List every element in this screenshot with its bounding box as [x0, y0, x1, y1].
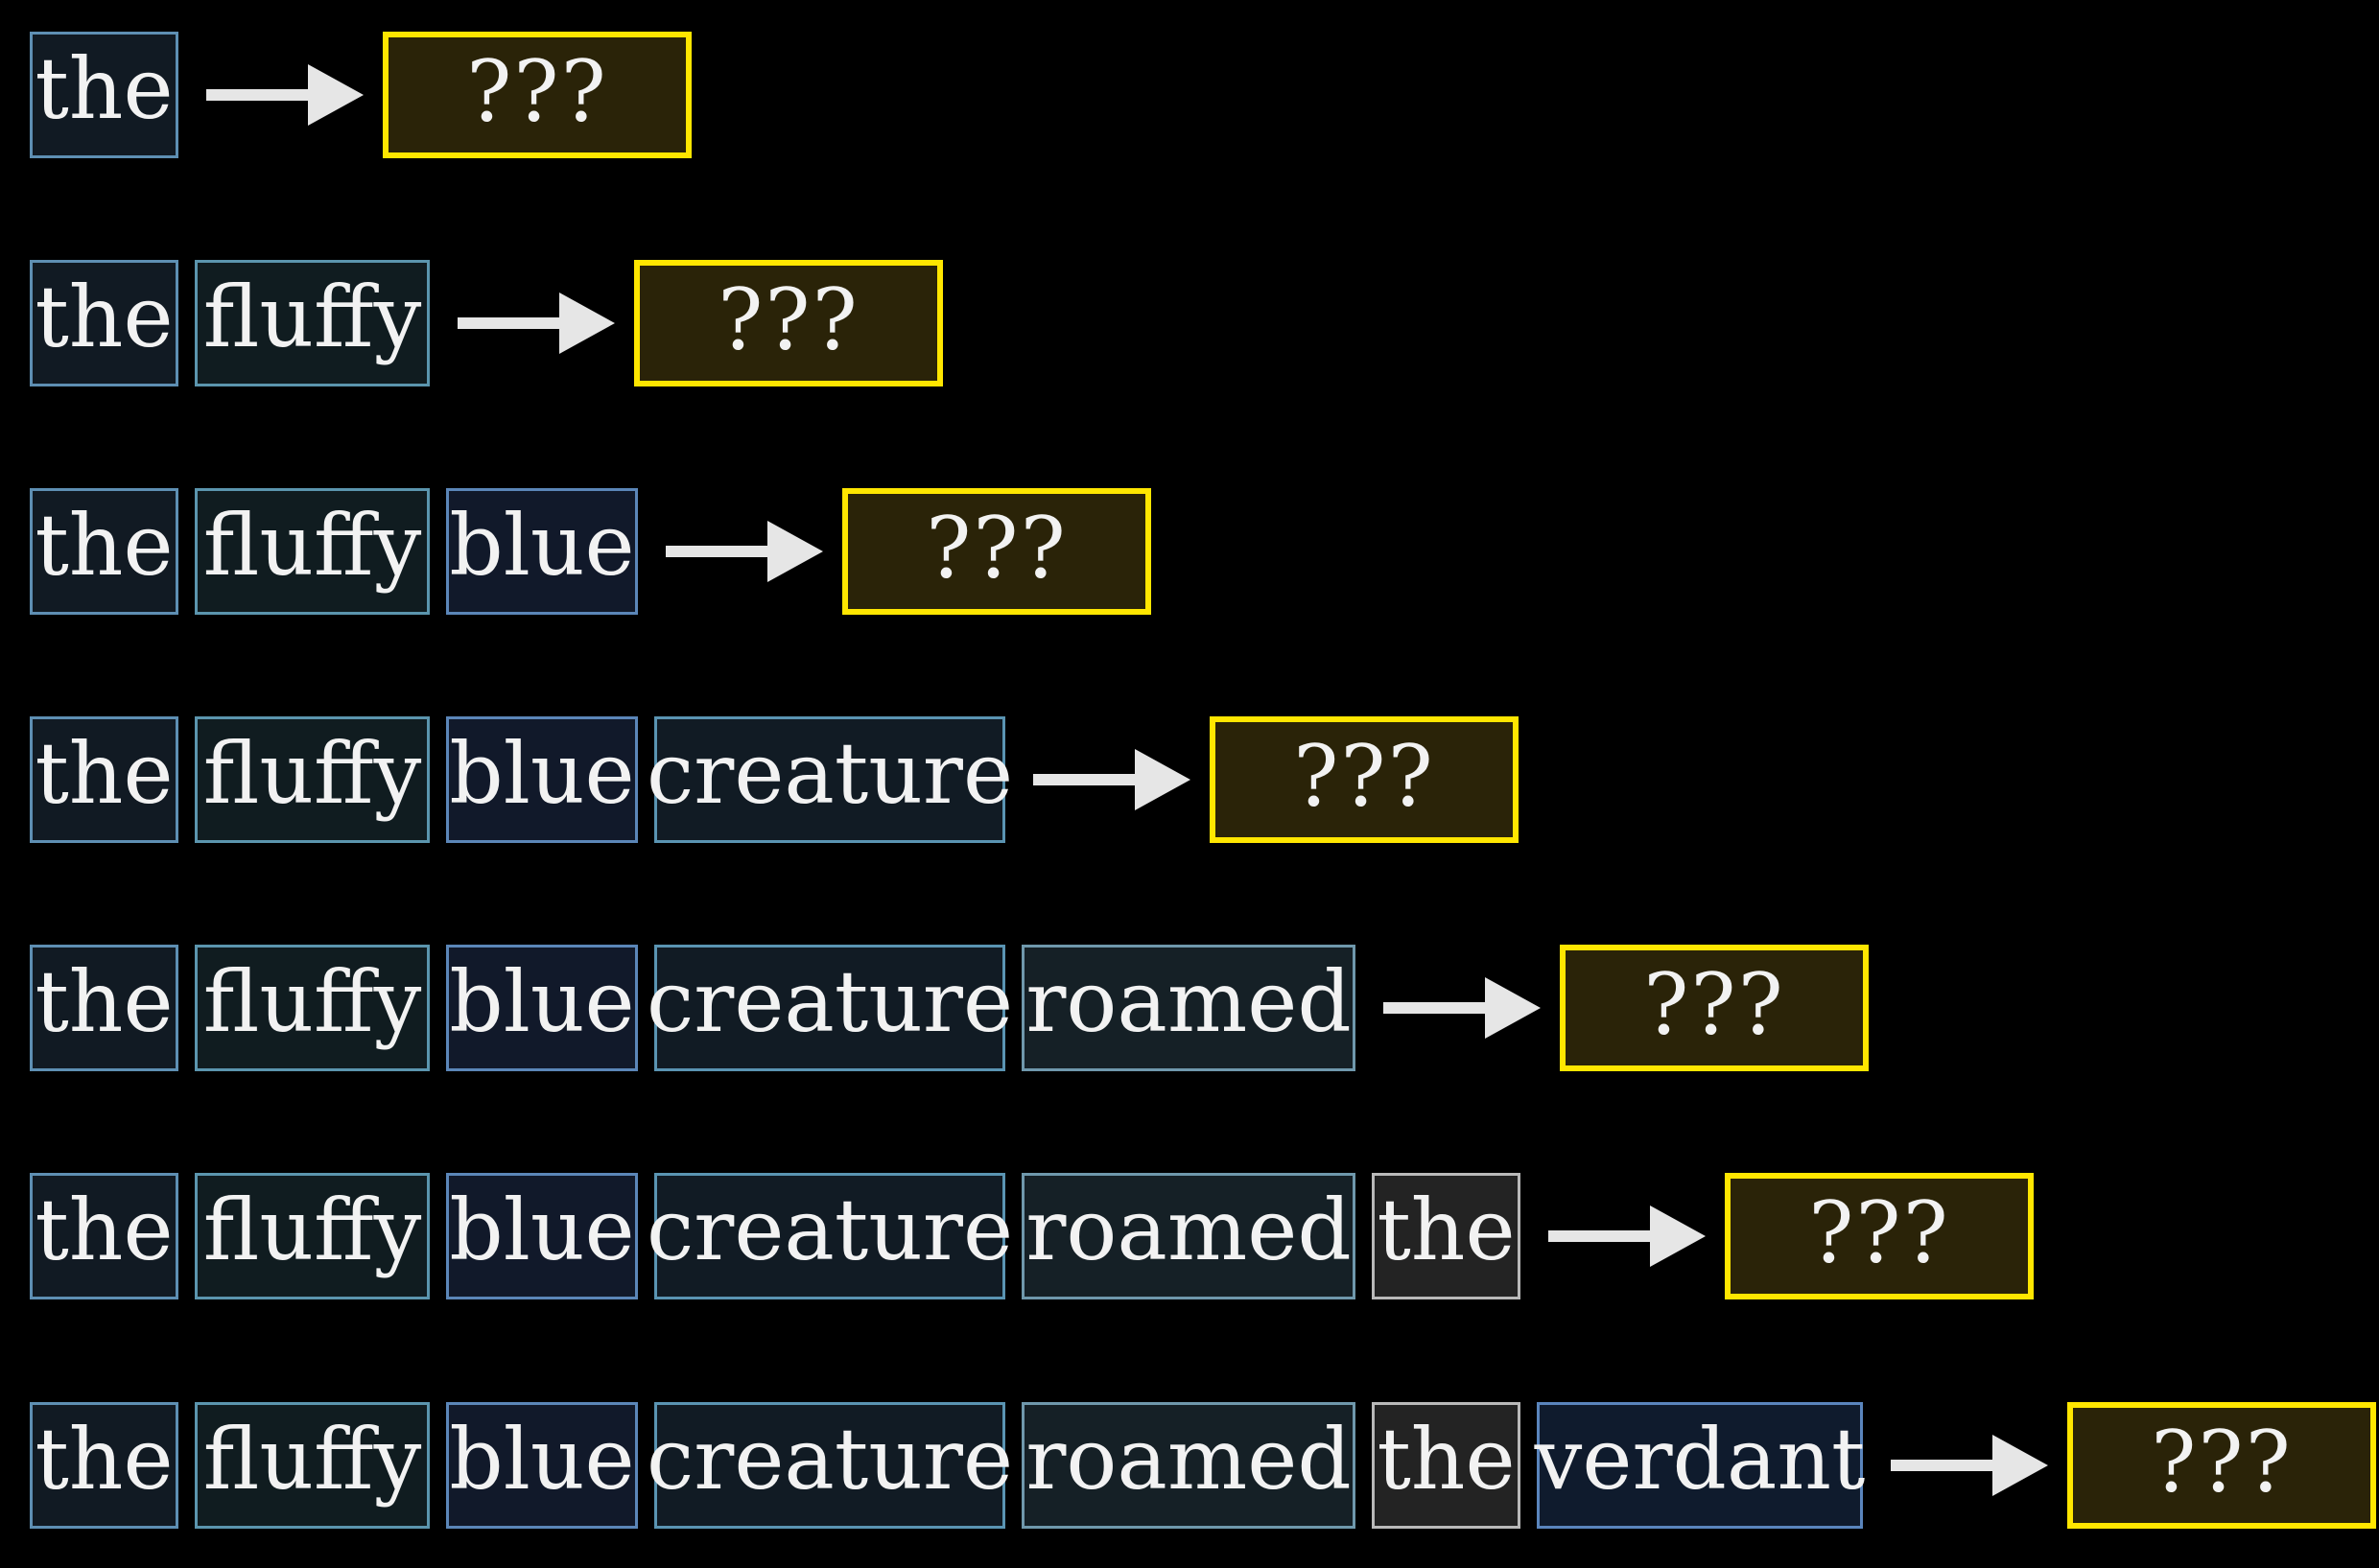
- token-box: the: [1372, 1173, 1520, 1299]
- right-arrow-icon: [666, 488, 823, 615]
- right-arrow-icon: [1891, 1402, 2048, 1529]
- right-arrow-icon: [1383, 945, 1541, 1071]
- token-box: creature: [647, 945, 1013, 1071]
- prediction-box: ???: [2067, 1402, 2376, 1529]
- token-box: the: [30, 716, 178, 843]
- token-box: verdant: [1535, 1402, 1865, 1529]
- token-box: roamed: [1022, 1173, 1355, 1299]
- token-box: the: [30, 1173, 178, 1299]
- prediction-box: ???: [1560, 945, 1869, 1071]
- token-box: the: [30, 488, 178, 615]
- token-box: blue: [446, 716, 638, 843]
- token-box: fluffy: [195, 945, 430, 1071]
- right-arrow-icon: [458, 260, 615, 386]
- token-box: blue: [446, 1173, 638, 1299]
- token-box: creature: [647, 1173, 1013, 1299]
- token-box: blue: [446, 488, 638, 615]
- token-box: the: [30, 32, 178, 158]
- token-box: the: [30, 260, 178, 386]
- token-box: creature: [647, 1402, 1013, 1529]
- prediction-box: ???: [842, 488, 1151, 615]
- token-box: the: [30, 945, 178, 1071]
- token-box: roamed: [1022, 1402, 1355, 1529]
- token-box: fluffy: [195, 260, 430, 386]
- prediction-box: ???: [1725, 1173, 2034, 1299]
- token-box: the: [30, 1402, 178, 1529]
- prediction-box: ???: [634, 260, 943, 386]
- token-box: fluffy: [195, 1173, 430, 1299]
- right-arrow-icon: [1548, 1173, 1706, 1299]
- right-arrow-icon: [206, 32, 364, 158]
- prediction-box: ???: [383, 32, 692, 158]
- token-box: fluffy: [195, 716, 430, 843]
- right-arrow-icon: [1033, 716, 1190, 843]
- token-box: roamed: [1022, 945, 1355, 1071]
- sequence-row: the???: [30, 32, 692, 158]
- token-box: creature: [647, 716, 1013, 843]
- prediction-box: ???: [1210, 716, 1519, 843]
- token-box: the: [1372, 1402, 1520, 1529]
- token-box: blue: [446, 1402, 638, 1529]
- token-box: fluffy: [195, 1402, 430, 1529]
- token-box: fluffy: [195, 488, 430, 615]
- token-box: blue: [446, 945, 638, 1071]
